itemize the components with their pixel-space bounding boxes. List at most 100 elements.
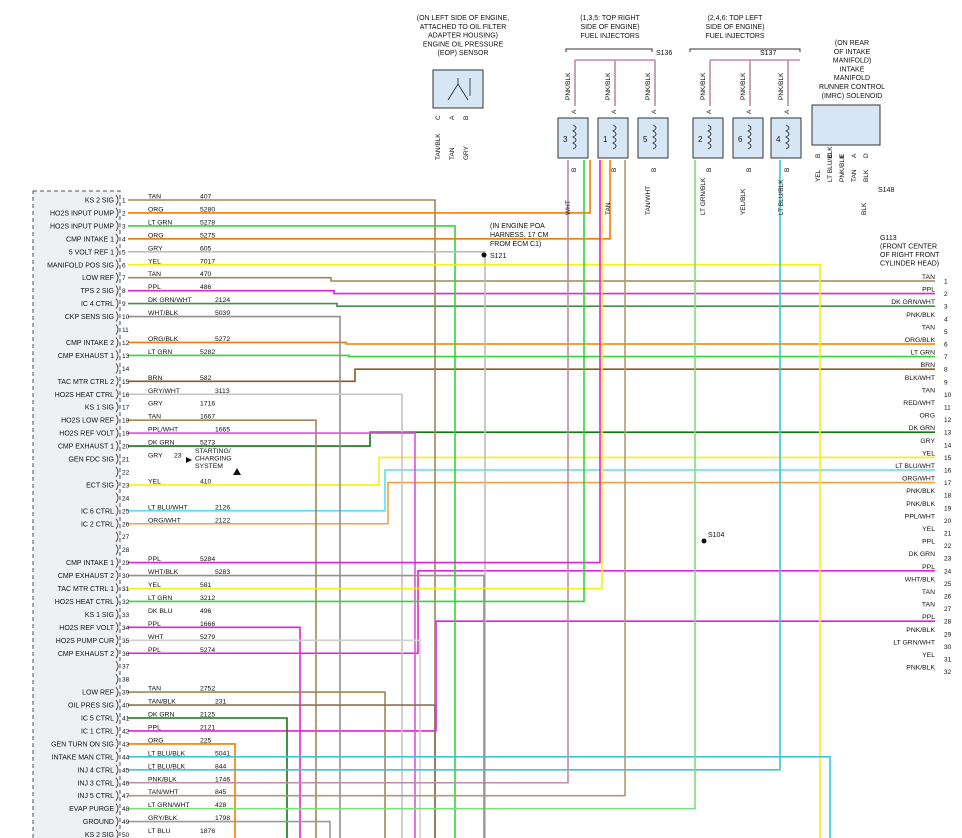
eop-label: (ON LEFT SIDE OF ENGINE, xyxy=(417,15,509,22)
injector-wire-label: LT BLU/BLK xyxy=(778,179,785,215)
wire-color-label: TAN/WHT xyxy=(148,789,178,796)
injector-number: 6 xyxy=(738,135,743,144)
injector-top-wire: PNK/BLK xyxy=(740,72,747,100)
pin-number: 9 xyxy=(122,301,126,308)
pin-number: 33 xyxy=(122,612,130,619)
poa-label: (IN ENGINE POA xyxy=(490,223,545,230)
right-wire-color: LT GRN xyxy=(911,350,935,357)
pin-signal-label: CMP EXHAUST 2 xyxy=(58,651,114,658)
injector-top-wire: PNK/BLK xyxy=(778,72,785,100)
pin-bracket xyxy=(115,596,119,607)
right-pin-number: 26 xyxy=(944,594,952,601)
circuit-number: 5279 xyxy=(200,634,215,641)
injector-pin: A xyxy=(784,109,791,114)
circuit-number: 3212 xyxy=(200,595,215,602)
arrow-icon xyxy=(186,457,192,463)
wire-color-label: PNK/BLK xyxy=(148,776,177,783)
circuit-number: 470 xyxy=(200,271,212,278)
pin-signal-label: HO2S LOW REF xyxy=(61,418,114,425)
injector-2 xyxy=(692,117,724,159)
wire-color-label: LT GRN xyxy=(148,595,172,602)
pin-number: 3 xyxy=(122,223,126,230)
imrc-pin: C xyxy=(827,153,834,158)
injector-top-wire: PNK/BLK xyxy=(605,72,612,100)
pin-number: 45 xyxy=(122,767,130,774)
right-pin-number: 18 xyxy=(944,493,952,500)
pin-number: 31 xyxy=(122,586,130,593)
right-wire-color: ORG/BLK xyxy=(905,337,936,344)
injector-pin: A xyxy=(571,109,578,114)
pin-number: 14 xyxy=(122,366,130,373)
pin-number: 50 xyxy=(122,832,130,838)
pin-bracket xyxy=(115,790,119,801)
pin-number: 15 xyxy=(122,379,130,386)
ecm-wire-pin-43 xyxy=(128,743,236,838)
pin-signal-label: HO2S INPUT PUMP xyxy=(50,223,114,230)
eop-wire-label: TAN/BLK xyxy=(435,133,442,160)
ecm-wire-pin-19 xyxy=(128,432,416,838)
wire-color-label: PPL xyxy=(148,647,161,654)
injector-4 xyxy=(770,117,802,159)
pin-signal-label: INTAKE MAN CTRL xyxy=(52,754,115,761)
pin-number: 23 xyxy=(122,482,130,489)
splice-label: S148 xyxy=(878,187,894,194)
circuit-number: 845 xyxy=(215,789,227,796)
imrc-pin: E xyxy=(839,153,846,158)
right-pin-number: 14 xyxy=(944,442,952,449)
eop-label: ATTACHED TO OIL FILTER xyxy=(420,24,507,31)
eop-pin: B xyxy=(463,116,470,120)
imrc-wire-label: LT BLU/BLK xyxy=(827,146,834,182)
pin-number: 21 xyxy=(122,457,130,464)
pin-number: 1 xyxy=(122,198,126,205)
pin-bracket xyxy=(115,557,119,568)
pin-number: 11 xyxy=(122,327,129,334)
circuit-number: 5283 xyxy=(215,569,230,576)
wire-color-label: LT GRN xyxy=(148,349,172,356)
pin-signal-label: INJ 5 CTRL xyxy=(77,793,114,800)
imrc-pin: D xyxy=(863,153,870,158)
ecm-wire-pin-4 xyxy=(128,160,611,240)
right-pin-number: 20 xyxy=(944,518,952,525)
ecm-wire-pin-32 xyxy=(128,160,585,603)
pin-number: 41 xyxy=(122,716,130,723)
circuit-number: 5275 xyxy=(200,232,215,239)
circuit-number: 1667 xyxy=(200,414,215,421)
imrc-wire-label: PNK/BLK xyxy=(839,154,846,182)
pin-signal-label: KS 1 SIG xyxy=(85,612,114,619)
ecm-wire-pin-25 xyxy=(128,469,935,512)
wire-color-label: WHT xyxy=(148,634,163,641)
gen-fdc-circuit: 23 xyxy=(174,453,182,460)
injector-wire-label: YEL/BLK xyxy=(740,188,747,215)
circuit-number: 410 xyxy=(200,478,212,485)
pin-number: 46 xyxy=(122,780,130,787)
wire-color-label: GRY xyxy=(148,401,163,408)
starting-label: STARTING/ xyxy=(195,448,231,455)
pin-bracket xyxy=(115,466,119,478)
eop-label: ENGINE OIL PRESSURE xyxy=(423,41,504,48)
wire-color-label: GRY xyxy=(148,453,163,460)
ecm-wire-pin-6 xyxy=(128,263,821,838)
pin-signal-label: CMP INTAKE 2 xyxy=(66,340,114,347)
pin-signal-label: CKP SENS SIG xyxy=(65,314,114,321)
right-wire-color: TAN xyxy=(922,387,935,394)
imrc-solenoid xyxy=(811,104,881,146)
pin-signal-label: HO2S REF VOLT xyxy=(59,625,114,632)
pin-signal-label: HO2S HEAT CTRL xyxy=(55,392,114,399)
pin-signal-label: CMP INTAKE 1 xyxy=(66,560,114,567)
wire-color-label: GRY/WHT xyxy=(148,388,180,395)
pin-signal-label: GEN FDC SIG xyxy=(68,457,114,464)
injector-pin: A xyxy=(746,109,753,114)
right-wire-color: TAN xyxy=(922,274,935,281)
injector-pin: A xyxy=(651,109,658,114)
eop-pin: A xyxy=(449,115,456,120)
pin-number: 27 xyxy=(122,534,130,541)
pin-number: 29 xyxy=(122,560,130,567)
inj-right-label: (1,3,5: TOP RIGHT xyxy=(580,15,640,22)
right-pin-number: 25 xyxy=(944,581,952,588)
pin-number: 26 xyxy=(122,521,130,528)
wire-color-label: WHT/BLK xyxy=(148,569,179,576)
pin-number: 40 xyxy=(122,703,130,710)
circuit-number: 496 xyxy=(200,608,212,615)
pin-bracket xyxy=(115,609,119,620)
splice-label: S137 xyxy=(760,50,776,57)
